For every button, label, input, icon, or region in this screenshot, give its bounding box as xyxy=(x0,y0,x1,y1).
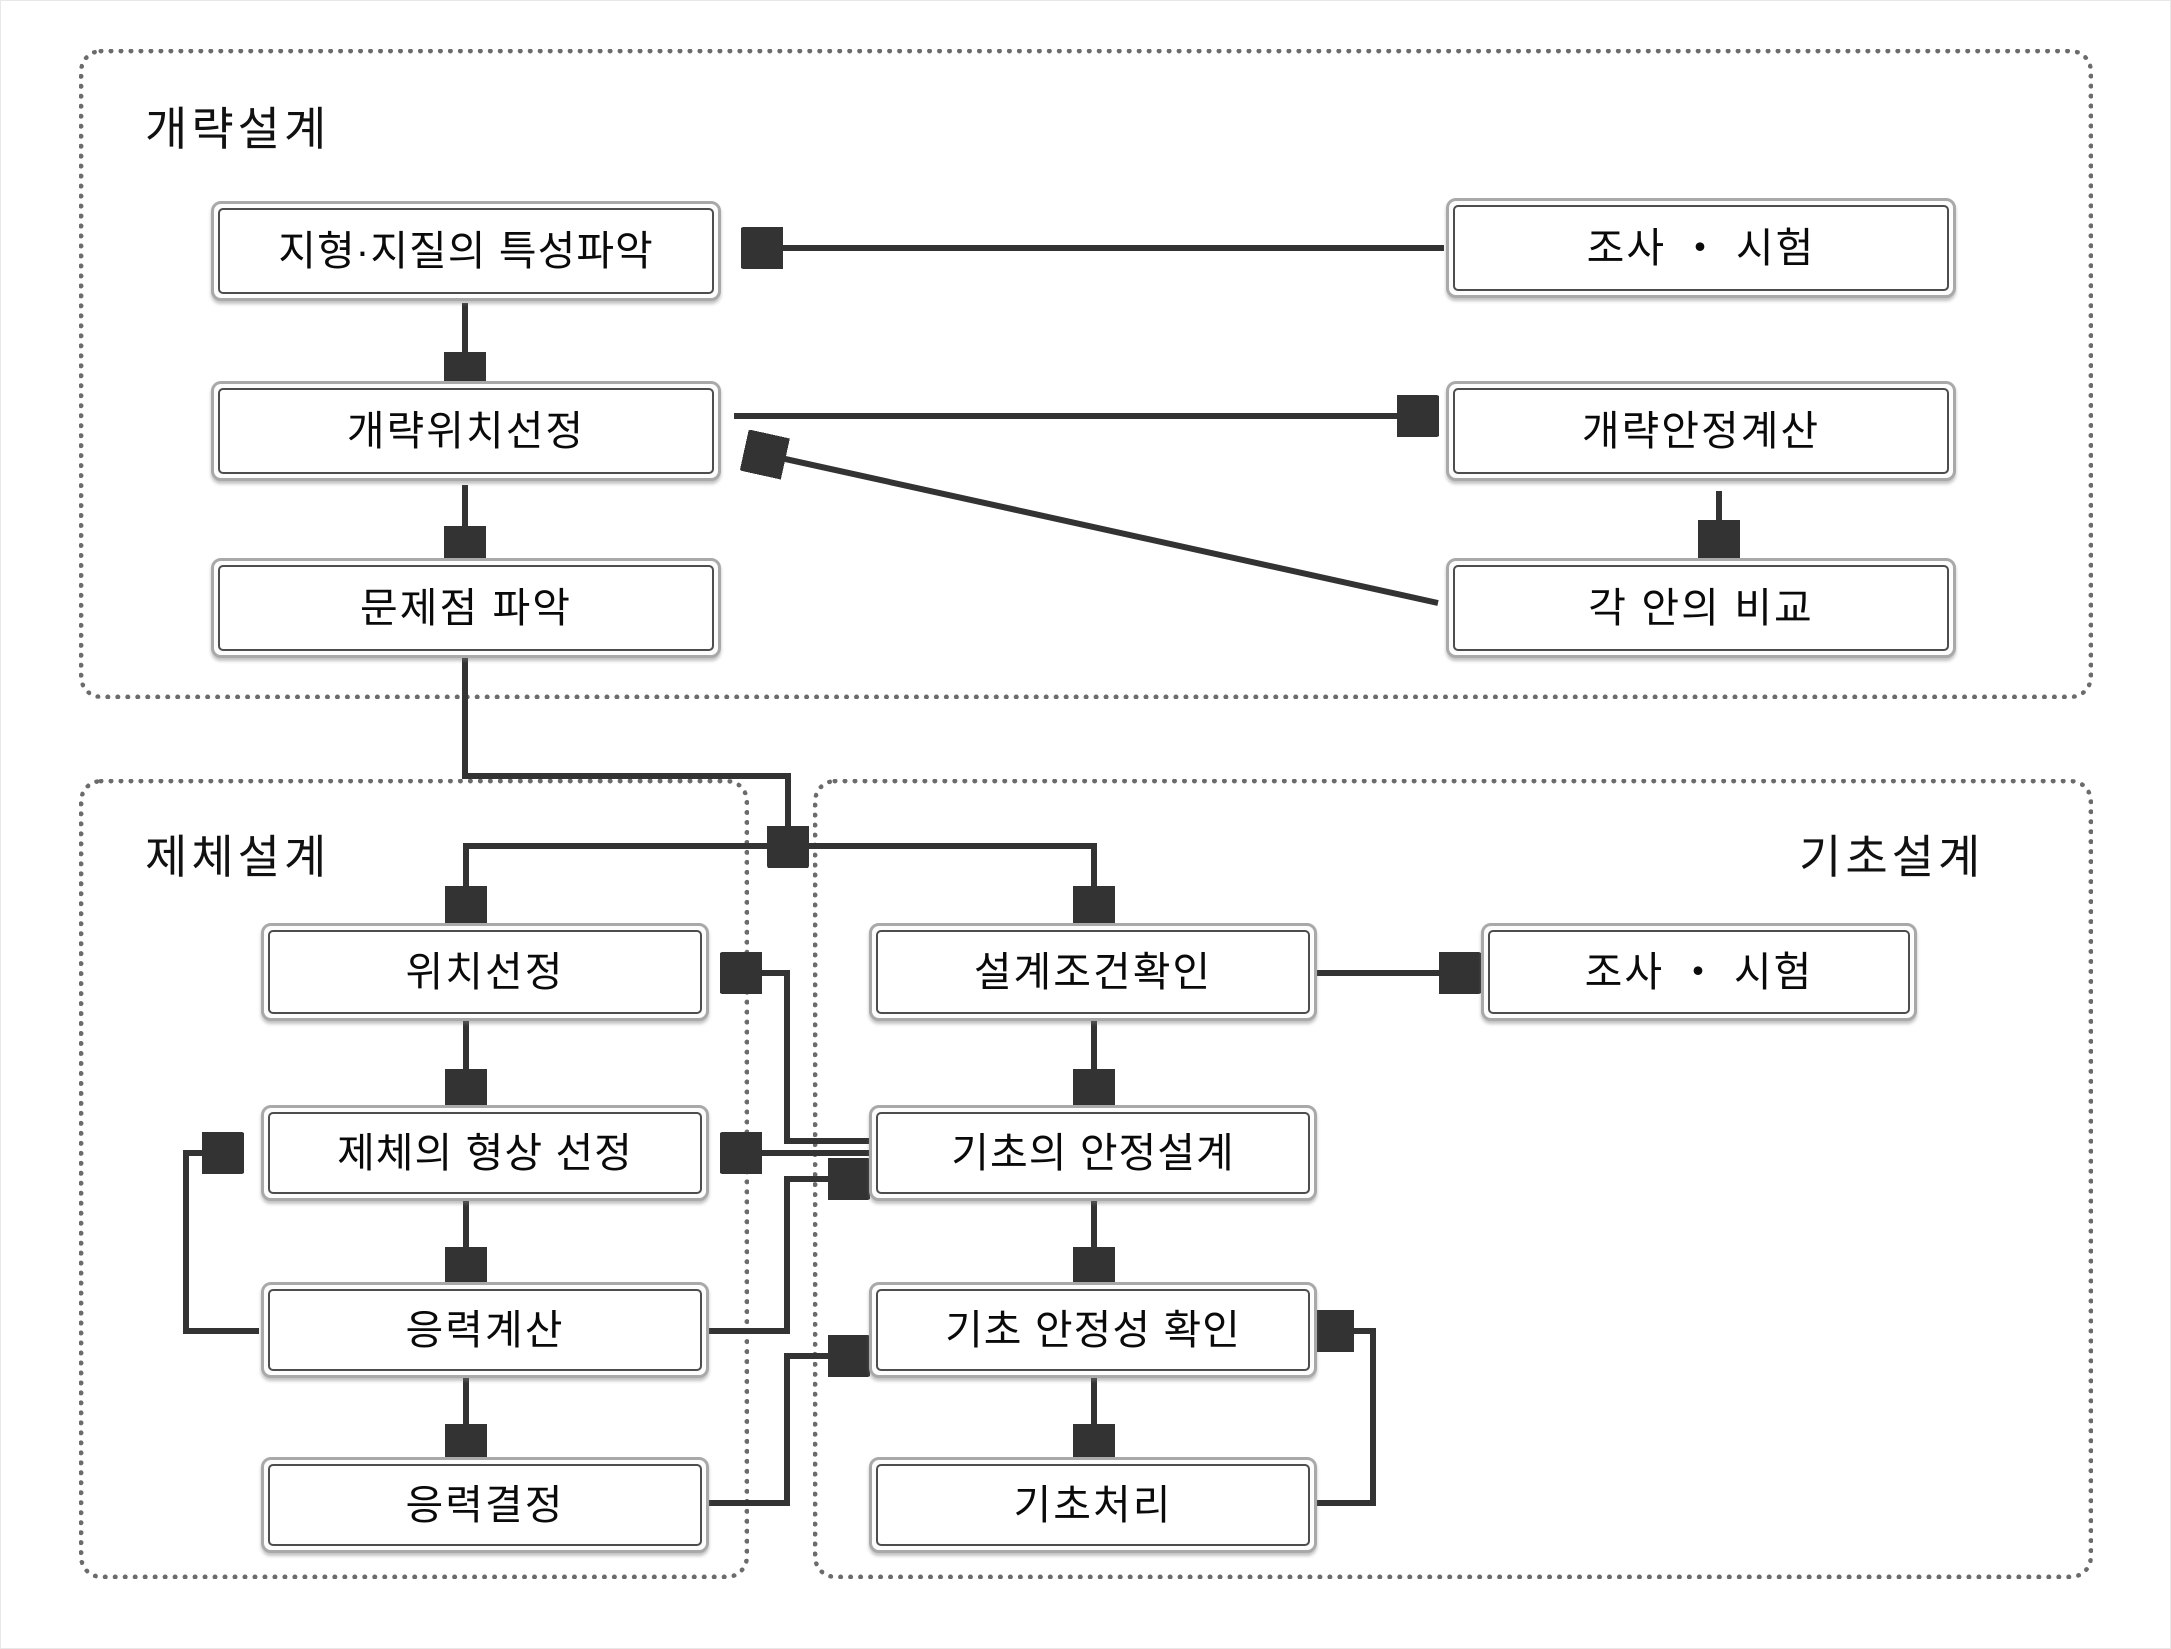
node-survey-test-top-inner: 조사 ・ 시험 xyxy=(1453,205,1949,291)
node-label: 위치선정 xyxy=(405,948,565,995)
node-location-selection-inner: 위치선정 xyxy=(268,930,702,1014)
node-survey-test-bottom-inner: 조사 ・ 시험 xyxy=(1488,930,1910,1014)
node-embankment-shape-selection-inner: 제체의 형상 선정 xyxy=(268,1112,702,1194)
node-label: 응력결정 xyxy=(405,1481,565,1528)
node-label: 기초처리 xyxy=(1013,1481,1173,1528)
node-foundation-treatment[interactable]: 기초처리 xyxy=(869,1457,1317,1553)
node-label: 개략위치선정 xyxy=(346,407,586,454)
node-problem-identification[interactable]: 문제점 파악 xyxy=(211,558,721,658)
node-label: 조사 ・ 시험 xyxy=(1586,224,1816,271)
node-rough-stability-calculation-inner: 개략안정계산 xyxy=(1453,388,1949,474)
node-stress-calculation-inner: 응력계산 xyxy=(268,1289,702,1371)
node-label: 설계조건확인 xyxy=(973,948,1213,995)
node-stress-determination[interactable]: 응력결정 xyxy=(261,1457,709,1553)
node-foundation-treatment-inner: 기초처리 xyxy=(876,1464,1310,1546)
node-label: 문제점 파악 xyxy=(360,584,572,631)
node-foundation-stability-check-inner: 기초 안정성 확인 xyxy=(876,1289,1310,1371)
node-label: 기초 안정성 확인 xyxy=(945,1306,1241,1353)
group-label-embankment-design: 제체설계 xyxy=(145,831,331,883)
group-label-foundation-design: 기초설계 xyxy=(1799,831,1985,883)
node-problem-identification-inner: 문제점 파악 xyxy=(218,565,714,651)
node-label: 제체의 형상 선정 xyxy=(337,1129,633,1176)
node-survey-test-bottom[interactable]: 조사 ・ 시험 xyxy=(1481,923,1917,1021)
group-label-preliminary-design: 개략설계 xyxy=(145,103,331,155)
node-stress-calculation[interactable]: 응력계산 xyxy=(261,1282,709,1378)
node-label: 조사 ・ 시험 xyxy=(1584,948,1814,995)
node-survey-test-top[interactable]: 조사 ・ 시험 xyxy=(1446,198,1956,298)
node-label: 응력계산 xyxy=(405,1306,565,1353)
node-design-condition-check-inner: 설계조건확인 xyxy=(876,930,1310,1014)
node-label: 개략안정계산 xyxy=(1581,407,1821,454)
node-design-condition-check[interactable]: 설계조건확인 xyxy=(869,923,1317,1021)
node-alternative-comparison-inner: 각 안의 비교 xyxy=(1453,565,1949,651)
node-stress-determination-inner: 응력결정 xyxy=(268,1464,702,1546)
node-alternative-comparison[interactable]: 각 안의 비교 xyxy=(1446,558,1956,658)
node-rough-location-selection-inner: 개략위치선정 xyxy=(218,388,714,474)
node-location-selection[interactable]: 위치선정 xyxy=(261,923,709,1021)
node-foundation-stability-check[interactable]: 기초 안정성 확인 xyxy=(869,1282,1317,1378)
node-foundation-stability-design-inner: 기초의 안정설계 xyxy=(876,1112,1310,1194)
node-rough-location-selection[interactable]: 개략위치선정 xyxy=(211,381,721,481)
node-label: 지형·지질의 특성파악 xyxy=(278,227,654,274)
node-embankment-shape-selection[interactable]: 제체의 형상 선정 xyxy=(261,1105,709,1201)
node-terrain-geology-characteristics[interactable]: 지형·지질의 특성파악 xyxy=(211,201,721,301)
node-rough-stability-calculation[interactable]: 개략안정계산 xyxy=(1446,381,1956,481)
group-preliminary-design xyxy=(79,49,2093,699)
node-label: 각 안의 비교 xyxy=(1588,584,1814,631)
node-label: 기초의 안정설계 xyxy=(951,1129,1235,1176)
node-foundation-stability-design[interactable]: 기초의 안정설계 xyxy=(869,1105,1317,1201)
node-terrain-geology-characteristics-inner: 지형·지질의 특성파악 xyxy=(218,208,714,294)
